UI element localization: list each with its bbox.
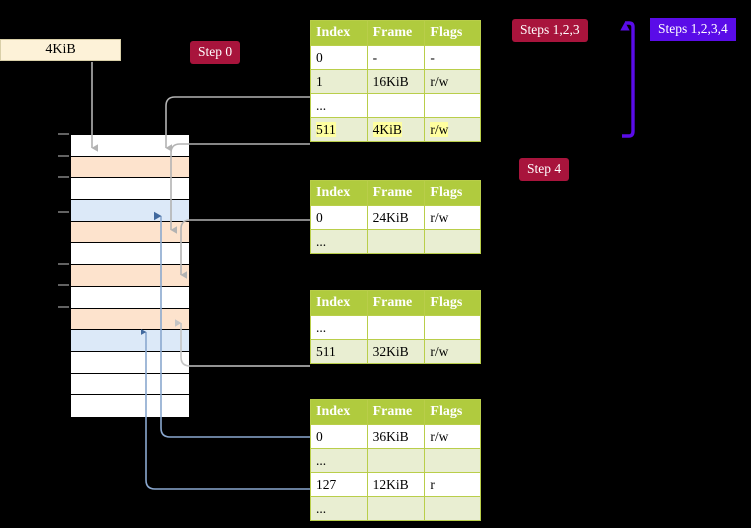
badge-step-4: Step 4 — [519, 158, 570, 181]
memory-frame-row — [71, 178, 189, 201]
badge-steps-1234-text: Steps 1,2,3,4 — [658, 21, 728, 36]
cell-index: 0 — [310, 424, 368, 449]
table-row: ... — [310, 496, 481, 521]
cell-index: ... — [310, 315, 368, 340]
table-row: ... — [310, 229, 481, 254]
cell-frame — [366, 496, 426, 521]
cell-frame: 24KiB — [366, 205, 426, 230]
cell-index: ... — [310, 448, 368, 473]
table-row: ... — [310, 93, 481, 118]
cell-flags — [424, 496, 481, 521]
column-header-index: Index — [310, 290, 368, 316]
column-header-frame: Frame — [366, 399, 426, 425]
cell-flags: r/w — [424, 424, 481, 449]
cell-frame: 36KiB — [366, 424, 426, 449]
column-header-index: Index — [310, 180, 368, 206]
cell-frame: 16KiB — [366, 69, 426, 94]
badge-steps-123: Steps 1,2,3 — [512, 19, 588, 42]
cell-flags: r/w — [424, 205, 481, 230]
cell-flags: r/w — [424, 339, 481, 364]
memory-frame-row — [71, 200, 189, 222]
column-header-flags: Flags — [424, 399, 481, 425]
cell-index: ... — [310, 496, 368, 521]
cell-frame: 32KiB — [366, 339, 426, 364]
badge-steps-1234: Steps 1,2,3,4 — [650, 18, 736, 41]
cell-flags — [424, 448, 481, 473]
frame-size-label-text: 4KiB — [45, 42, 76, 57]
column-header-frame: Frame — [366, 20, 426, 46]
cell-flags: r/w — [424, 117, 481, 142]
column-header-flags: Flags — [424, 290, 481, 316]
cell-flags: r/w — [424, 69, 481, 94]
cell-index: 511 — [310, 339, 368, 364]
badge-step-0-text: Step 0 — [198, 44, 233, 59]
cell-index: ... — [310, 93, 368, 118]
cell-index: 1 — [310, 69, 368, 94]
memory-frame-row — [71, 156, 189, 179]
cell-index: 511 — [310, 117, 368, 142]
physical-memory-grid — [70, 134, 190, 417]
cell-index: ... — [310, 229, 368, 254]
table-row: 0-- — [310, 45, 481, 70]
table-row: ... — [310, 315, 481, 340]
cell-flags: r — [424, 472, 481, 497]
cell-frame: 12KiB — [366, 472, 426, 497]
badge-step-0: Step 0 — [190, 41, 241, 64]
memory-frame-row — [71, 265, 189, 287]
cell-frame — [366, 229, 426, 254]
cell-flags — [424, 93, 481, 118]
memory-frame-row — [71, 243, 189, 266]
badge-step-4-text: Step 4 — [527, 161, 562, 176]
memory-frame-row — [71, 135, 189, 157]
memory-frame-row — [71, 221, 189, 244]
memory-frame-row — [71, 286, 189, 309]
cell-index: 0 — [310, 205, 368, 230]
cell-flags — [424, 229, 481, 254]
column-header-flags: Flags — [424, 180, 481, 206]
column-header-frame: Frame — [366, 290, 426, 316]
cell-frame — [366, 315, 426, 340]
column-header-frame: Frame — [366, 180, 426, 206]
cell-frame — [366, 448, 426, 473]
memory-frame-row — [71, 395, 189, 417]
cell-index: 127 — [310, 472, 368, 497]
cell-flags: - — [424, 45, 481, 70]
column-header-index: Index — [310, 20, 368, 46]
memory-frame-row — [71, 373, 189, 396]
frame-size-label-4kib: 4KiB — [0, 39, 121, 61]
memory-frame-row — [71, 351, 189, 374]
cell-frame — [366, 93, 426, 118]
memory-frame-row — [71, 330, 189, 352]
column-header-flags: Flags — [424, 20, 481, 46]
memory-frame-row — [71, 308, 189, 331]
cell-frame: 4KiB — [366, 117, 426, 142]
cell-flags — [424, 315, 481, 340]
cell-index: 0 — [310, 45, 368, 70]
badge-steps-123-text: Steps 1,2,3 — [520, 22, 580, 37]
cell-frame: - — [366, 45, 426, 70]
column-header-index: Index — [310, 399, 368, 425]
table-row: ... — [310, 448, 481, 473]
